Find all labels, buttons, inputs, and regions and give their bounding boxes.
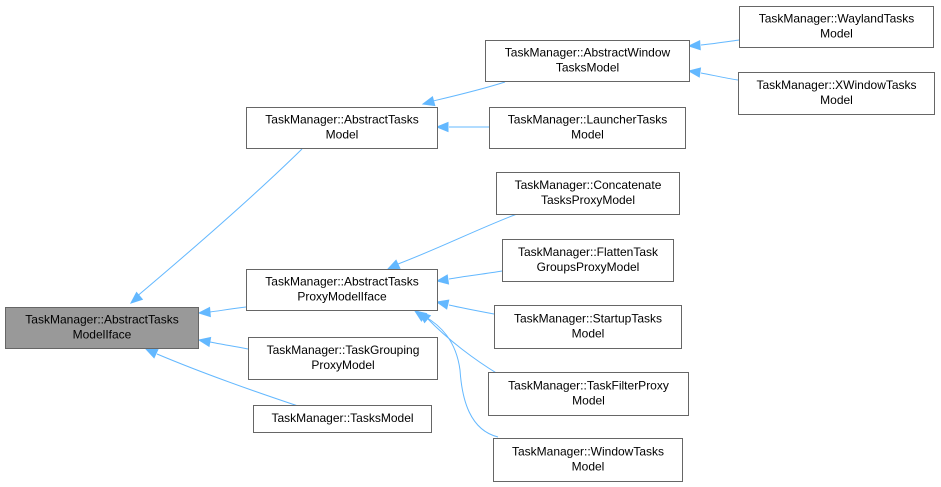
- class-box: [485, 40, 690, 82]
- edge-line: [156, 353, 299, 407]
- edge-xwtm-awtm: [687, 67, 739, 81]
- edge-line: [700, 39, 740, 46]
- arrowhead-icon: [197, 336, 212, 348]
- edge-line: [423, 315, 499, 438]
- class-name-line: GroupsProxyModel: [537, 260, 640, 274]
- arrowhead-icon: [197, 306, 211, 318]
- class-name-line: ModelIface: [73, 328, 132, 342]
- edge-line: [426, 317, 499, 375]
- class-name-line: TaskManager::WaylandTasks: [759, 12, 915, 26]
- class-box: [248, 337, 438, 380]
- class-name-line: TaskManager::FlattenTask: [518, 245, 659, 259]
- class-name-line: TaskManager::AbstractTasks: [265, 275, 418, 289]
- arrowhead-icon: [435, 121, 449, 133]
- class-name-line: Model: [572, 394, 605, 408]
- class-name-line: TaskManager::TasksModel: [271, 411, 413, 425]
- arrowhead-icon: [144, 348, 159, 359]
- edge-line: [700, 72, 739, 81]
- class-name-line: TaskManager::TaskGrouping: [267, 343, 420, 357]
- class-name-line: Model: [326, 128, 359, 142]
- class-box: [5, 307, 199, 349]
- class-box: [253, 405, 432, 433]
- nodes-layer: TaskManager::AbstractTasksModelIfaceTask…: [5, 6, 935, 482]
- class-node-tm[interactable]: TaskManager::TasksModel: [253, 405, 432, 433]
- class-box: [493, 438, 683, 482]
- class-name-line: TasksProxyModel: [541, 193, 635, 207]
- class-name-line: TaskManager::AbstractTasks: [265, 113, 418, 127]
- class-box: [494, 305, 682, 349]
- arrowhead-icon: [386, 259, 401, 270]
- edge-line: [134, 148, 303, 299]
- arrowhead-icon: [421, 95, 436, 107]
- edge-atm-root: [129, 148, 303, 304]
- edge-ftgpm-atpmi: [435, 270, 503, 285]
- arrowhead-icon: [687, 39, 701, 51]
- edge-wltm-awtm: [687, 39, 740, 51]
- class-name-line: TaskManager::StartupTasks: [514, 312, 662, 326]
- class-box: [739, 6, 934, 48]
- class-box: [489, 107, 686, 149]
- class-box: [496, 172, 680, 215]
- class-name-line: TaskManager::AbstractTasks: [25, 313, 178, 327]
- class-name-line: TaskManager::LauncherTasks: [508, 113, 667, 127]
- edge-awtm-atm: [421, 81, 506, 107]
- class-name-line: TaskManager::AbstractWindow: [505, 46, 671, 60]
- edge-line: [432, 81, 506, 102]
- class-name-line: ProxyModel: [311, 358, 374, 372]
- arrowhead-icon: [435, 299, 450, 310]
- edge-ltm-atm: [435, 121, 489, 133]
- class-box: [502, 239, 674, 282]
- class-name-line: Model: [820, 27, 853, 41]
- class-box: [246, 269, 438, 311]
- edge-tm-root: [144, 348, 299, 407]
- class-name-line: Model: [820, 93, 853, 107]
- class-name-line: ProxyModelIface: [297, 290, 387, 304]
- class-name-line: TaskManager::WindowTasks: [512, 445, 664, 459]
- edge-line: [448, 304, 495, 315]
- edge-atpmi-root: [197, 306, 247, 318]
- edge-line: [397, 213, 518, 265]
- edge-ctpm-atpmi: [386, 213, 518, 270]
- arrowhead-icon: [435, 274, 450, 285]
- edge-line: [448, 270, 503, 280]
- class-name-line: Model: [572, 327, 605, 341]
- class-name-line: Model: [572, 460, 605, 474]
- arrowhead-icon: [413, 310, 428, 322]
- class-name-line: Model: [571, 128, 604, 142]
- class-name-line: TasksModel: [556, 61, 619, 75]
- edge-tgpm-root: [197, 336, 249, 350]
- edge-line: [209, 341, 249, 350]
- edge-line: [209, 306, 247, 313]
- edge-stm-atpmi: [435, 299, 495, 315]
- class-box: [488, 372, 689, 416]
- edge-wintm-atpmi: [413, 310, 499, 438]
- class-node-atpmi[interactable]: TaskManager::AbstractTasksProxyModelIfac…: [246, 269, 438, 311]
- class-box: [246, 107, 438, 149]
- arrowhead-icon: [687, 67, 702, 78]
- edges-layer: [129, 39, 740, 438]
- class-box: [738, 72, 935, 115]
- class-name-line: TaskManager::TaskFilterProxy: [508, 379, 669, 393]
- arrowhead-icon: [129, 291, 144, 304]
- class-name-line: TaskManager::Concatenate: [515, 178, 662, 192]
- class-name-line: TaskManager::XWindowTasks: [756, 78, 916, 92]
